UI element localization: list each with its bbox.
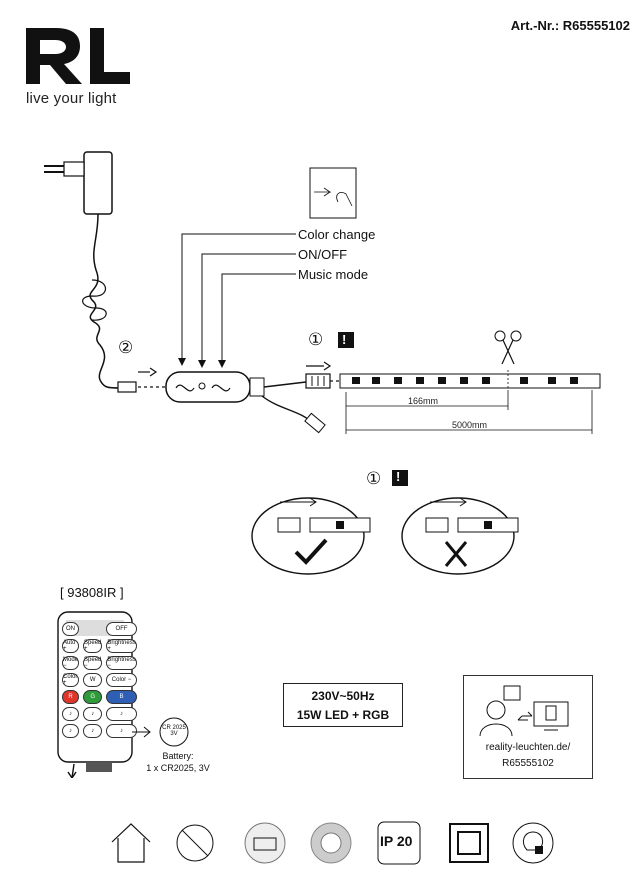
support-icon xyxy=(479,685,569,737)
bulb-lock-icon xyxy=(512,822,554,864)
article-number: Art.-Nr.: R65555102 xyxy=(510,18,630,33)
remote-button[interactable]: Speed + xyxy=(83,639,103,653)
remote-button[interactable]: OFF xyxy=(106,622,137,636)
color-change-label: Color change xyxy=(298,227,376,242)
power-adapter-icon xyxy=(44,151,113,215)
remote-button[interactable]: ♪ xyxy=(62,724,80,738)
remote-button[interactable]: Auto + xyxy=(62,639,80,653)
battery-info: Battery: 1 x CR2025, 3V xyxy=(128,750,228,774)
battery-type: CR 2025 3V xyxy=(162,725,186,737)
remote-buttons: ON OFF Auto +Speed +Brightness + Mode −Spee… xyxy=(62,622,137,738)
remote-button[interactable]: ON xyxy=(62,622,80,636)
segment-length: 166mm xyxy=(408,396,439,406)
wiring-diagram xyxy=(44,151,601,434)
step-1-marker: ① xyxy=(308,330,324,349)
remote-button[interactable]: ♪ xyxy=(83,724,103,738)
remote-button[interactable]: W xyxy=(83,673,103,687)
ip-rating: IP 20 xyxy=(380,833,413,849)
warning-icon-detail: ! xyxy=(396,469,401,484)
on-off-label: ON/OFF xyxy=(298,247,348,262)
total-length: 5000mm xyxy=(452,420,488,430)
scissors-icon xyxy=(494,330,522,365)
remote-button[interactable]: Color + xyxy=(62,673,80,687)
step-1-detail-marker: ① xyxy=(366,469,382,488)
wattage: 15W LED + RGB xyxy=(296,708,390,722)
music-mode-label: Music mode xyxy=(298,267,369,282)
remote-button[interactable]: ♪ xyxy=(106,724,137,738)
battery-icon xyxy=(132,717,189,747)
info-url[interactable]: reality-leuchten.de/ xyxy=(485,742,571,753)
remote-button[interactable]: Speed − xyxy=(83,656,103,670)
led-module-icon xyxy=(244,822,286,864)
remote-button[interactable]: ♪ xyxy=(83,707,103,721)
remote-button[interactable]: B xyxy=(106,690,137,704)
info-box xyxy=(463,675,593,779)
remote-button[interactable]: ♪ xyxy=(106,707,137,721)
brand-tagline: live your light xyxy=(26,90,117,107)
protection-class-icon xyxy=(449,823,489,863)
remote-button[interactable]: Brightness − xyxy=(106,656,137,670)
remote-button[interactable]: ♪ xyxy=(62,707,80,721)
remote-button[interactable]: Color − xyxy=(106,673,137,687)
remote-button[interactable]: R xyxy=(62,690,80,704)
step-2-marker: ② xyxy=(118,338,134,357)
connection-detail xyxy=(251,470,519,575)
voltage: 230V~50Hz xyxy=(311,689,375,703)
ip20-icon xyxy=(377,821,421,865)
remote-model: [ 93808IR ] xyxy=(60,585,124,600)
info-text: reality-leuchten.de/ R65555102 xyxy=(463,740,593,772)
brand-logo xyxy=(26,28,130,84)
remote-button[interactable]: G xyxy=(83,690,103,704)
battery-label: Battery: xyxy=(162,751,194,761)
remote-button[interactable]: Mode − xyxy=(62,656,80,670)
no-dimmer-icon xyxy=(176,824,214,862)
info-article: R65555102 xyxy=(502,758,554,769)
battery-spec: 1 x CR2025, 3V xyxy=(146,763,210,773)
spec-box: 230V~50Hz 15W LED + RGB xyxy=(283,683,403,727)
indoor-use-icon xyxy=(111,823,151,863)
remote-button[interactable]: Brightness + xyxy=(106,639,137,653)
warning-icon: ! xyxy=(342,332,347,347)
led-lamp-icon xyxy=(310,822,352,864)
